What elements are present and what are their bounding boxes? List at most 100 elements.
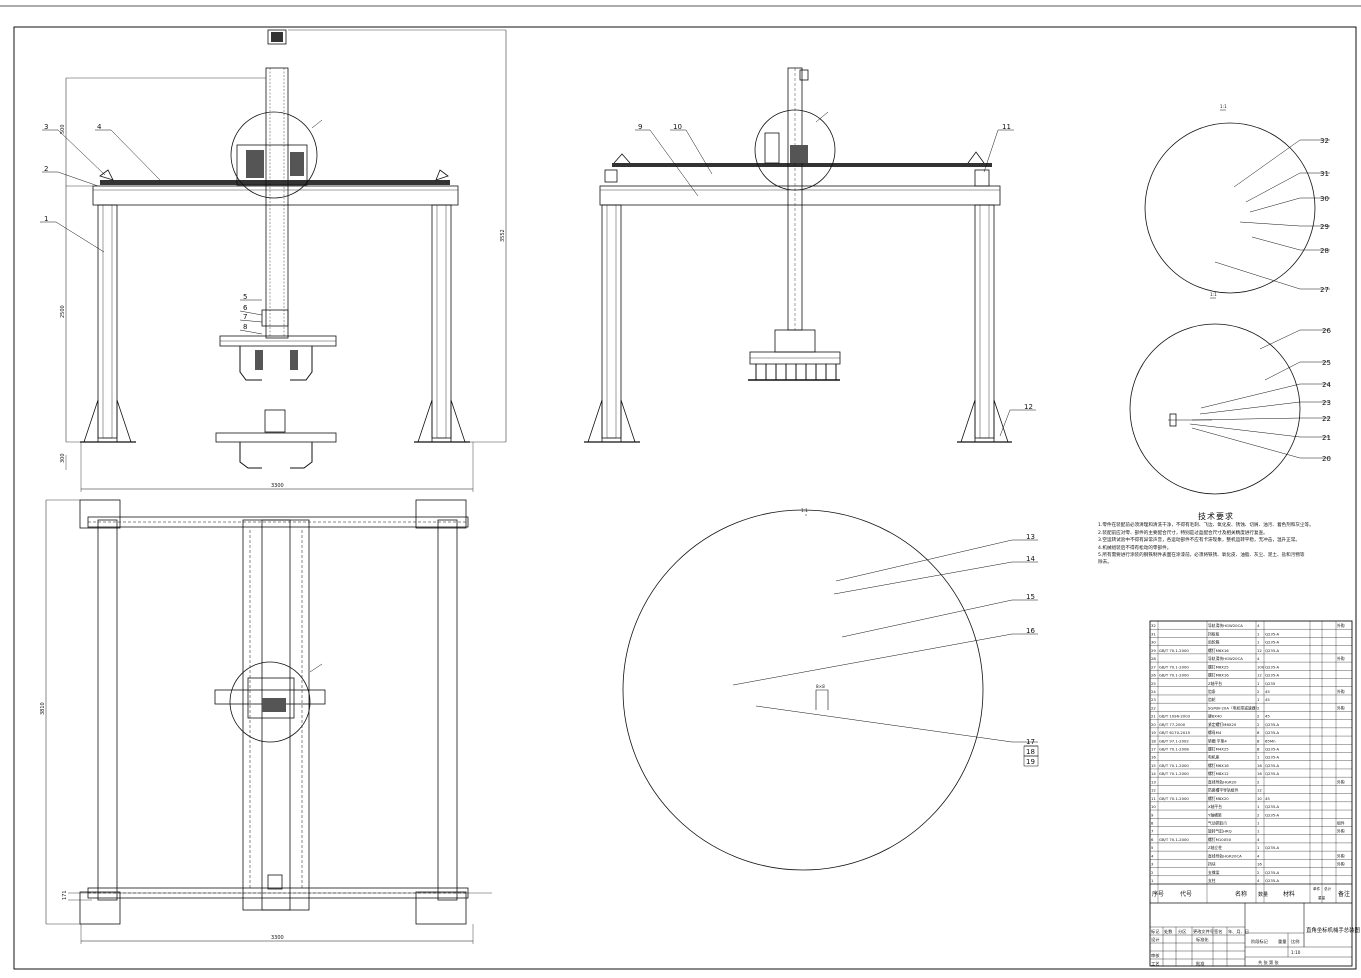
bom-cell: 13 [1151,779,1156,784]
bom-cell: 8 [1257,730,1260,735]
bom-cell: 4 [1257,878,1260,883]
bom-cell: 16 [1257,771,1262,776]
bom-header-weight: 重量 [1318,895,1326,900]
bom-cell: 20 [1151,722,1156,727]
bom-cell: 外购 [1337,689,1345,694]
callout-29: 29 [1320,223,1329,231]
bom-cell: 2 [1257,722,1260,727]
tb-weight: 重量 [1278,938,1286,945]
bom-cell: 垫圈 平垫4 [1208,738,1227,743]
callout-6: 6 [243,304,248,312]
tech-line: 4.机械组装后不得有松动的零部件。 [1098,545,1172,551]
callout-17: 17 [1026,738,1035,746]
bom-header: 序号 代号 名称 数量 材料 单件 总计 重量 备注 [1152,886,1350,900]
bom-cell: 齿轮 [1208,697,1216,702]
bom-cell: 12 [1257,673,1262,678]
bom-cell: Q235-A [1265,845,1280,850]
tech-line: 2.装配前应对零、部件的主要配合尺寸，特别是过盈配合尺寸及相关精度进行复查。 [1098,530,1268,536]
bom-cell: GB/T 1096-2003 [1159,714,1191,719]
bom-cell: Z轴立柱 [1208,845,1222,850]
callout-7: 7 [243,313,247,321]
bom-cell: 直线导轨HGR20 [1208,779,1237,784]
tb-stage: 阶段标记 [1251,938,1269,945]
bom-cell: 螺钉M8X12 [1208,771,1229,776]
bom-cell: 22 [1151,705,1156,710]
tech-line: 除去。 [1098,560,1112,566]
bom-cell: 1 [1257,631,1260,636]
bom-cell: 齿条 [1208,689,1216,694]
bom-cell: 2 [1257,812,1260,817]
callout-21: 21 [1322,434,1331,442]
bom-cell: 键8X40 [1208,714,1222,719]
bom-cell: Q235-A [1265,812,1280,817]
section-mark-c: 1:1 [801,508,808,513]
bom-header-total: 总计 [1324,886,1332,891]
bom-cell: 19 [1151,730,1156,735]
bom-cell: 2 [1257,689,1260,694]
dim-plan-small: 171 [62,890,68,900]
callout-2: 2 [44,165,48,173]
dim-top-left: 500 [60,124,66,134]
tech-title: 技术要求 [1198,512,1234,521]
bom-cell: 外购 [1337,623,1345,628]
bom-cell: 12 [1257,648,1262,653]
bom-cell: Q235-A [1265,631,1280,636]
bom-cell: 2 [1257,714,1260,719]
bom-cell: 45 [1265,689,1270,694]
dim-plan-width: 3300 [271,935,284,941]
bom-cell: 8 [1151,820,1154,825]
bom-cell: 2 [1257,870,1260,875]
bom-cell: 29 [1151,648,1156,653]
bom-header-seq: 序号 [1152,890,1164,898]
bom-header-qty: 数量 [1258,891,1268,898]
dimension-texts: 500 2500 300 3300 3552 3810 3300 171 8×8… [40,104,1227,941]
bom-cell: GB/T 70.1-2000 [1159,763,1189,768]
bom-cell: 45 [1265,796,1270,801]
callout-22: 22 [1322,415,1331,423]
bom-cell: 外购 [1337,829,1345,834]
callout-28: 28 [1320,247,1329,255]
tb-review: 审核 [1151,952,1160,959]
tech-line: 5.所有需要进行涂装的钢铁制件表面在涂漆前，必须将铁锈、氧化皮、油脂、灰尘、泥土… [1098,553,1305,559]
bom-header-material: 材料 [1283,890,1295,898]
tech-line: 1.零件在装配前必须清理和清洗干净，不得有毛刺、飞边、氧化皮、锈蚀、切屑、油污、… [1098,523,1314,529]
bom-cell: 螺钉M6X16 [1208,763,1229,768]
bom-cell: Q235-A [1265,648,1280,653]
bom-cell: Q235-A [1265,730,1280,735]
bom-cell: 支柱 [1208,878,1216,883]
bom-cell: 组件 [1337,820,1345,825]
leader-lines [40,111,1330,767]
bom-cell: 旋转气缸HRQ [1208,829,1232,834]
bom-cell: Q235-A [1265,640,1280,645]
bom-cell: 外购 [1337,862,1345,867]
side-view [584,67,1012,443]
bom-cell: 27 [1151,664,1156,669]
section-mark-a: 1:1 [1220,104,1227,109]
callout-8: 8 [243,323,247,331]
bom-cell: 8 [1257,747,1260,752]
bom-header-single: 单件 [1313,886,1321,891]
bom-cell: 1 [1257,755,1260,760]
callout-19: 19 [1026,758,1035,766]
bom-cell: 导轨滑块HGW20CA [1208,656,1243,661]
bom-cell: 10 [1151,804,1156,809]
callout-23: 23 [1322,399,1331,407]
detail-views [622,109,1316,871]
callout-27: 27 [1320,286,1329,294]
callout-numbers: 1 2 3 4 5 6 7 8 9 10 11 12 13 14 15 16 1… [44,123,1331,766]
bom-cell: 15 [1151,763,1156,768]
bom-cell: 2 [1151,870,1154,875]
bom-cell: 螺钉M4X25 [1208,747,1229,752]
callout-32: 32 [1320,137,1329,145]
bom-cell: Q235-A [1265,664,1280,669]
bom-cell: 7 [1151,829,1154,834]
bom-cell: 1 [1257,681,1260,686]
bom-cell: Q235-A [1265,804,1280,809]
callout-12: 12 [1024,403,1033,411]
bom-cell: 14 [1151,771,1156,776]
drawing-title: 直角坐标机械手总装图 [1306,926,1360,934]
tb-doc: 更改文件号 [1193,928,1214,935]
dim-plan-height: 3810 [40,702,46,715]
bom-cell: 螺钉M6X16 [1208,648,1229,653]
tb-approve: 批准 [1196,960,1204,967]
